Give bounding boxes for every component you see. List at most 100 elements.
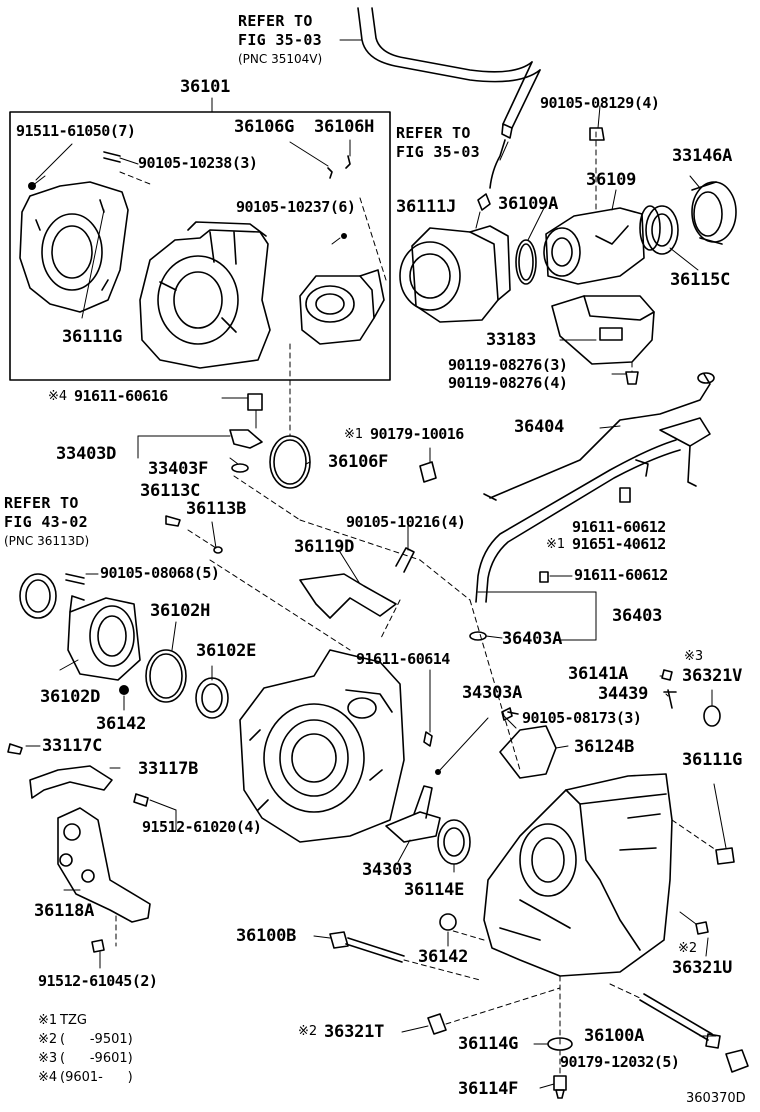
- part-label-36404[interactable]: 36404: [514, 417, 565, 437]
- note-2-text: ( -9501): [60, 1032, 133, 1047]
- extension-housing-left: [19, 143, 129, 313]
- oil-level-gauge-36404: [483, 372, 715, 501]
- part-label-91611-60616[interactable]: 91611-60616: [74, 387, 168, 405]
- bearing-36115C: [639, 205, 679, 255]
- support-36118A: [57, 793, 151, 969]
- part-label-36111G-right[interactable]: 36111G: [682, 750, 743, 770]
- flange-36106: [299, 197, 387, 345]
- part-label-33183[interactable]: 33183: [486, 330, 537, 350]
- note-2-mark: ※2: [38, 1032, 58, 1047]
- part-label-36113C[interactable]: 36113C: [140, 481, 201, 501]
- retainer-36102D: [67, 595, 141, 695]
- oil-strainer-34303: [385, 717, 489, 843]
- part-label-36124B[interactable]: 36124B: [574, 737, 635, 757]
- part-label-90105-08068[interactable]: 90105-08068(5): [100, 564, 220, 582]
- part-label-33403D[interactable]: 33403D: [56, 444, 117, 464]
- part-label-36102E[interactable]: 36102E: [196, 641, 257, 661]
- part-label-36102H[interactable]: 36102H: [150, 601, 211, 621]
- part-label-91611-60612-lower[interactable]: 91611-60612: [574, 566, 668, 584]
- part-label-36141A[interactable]: 36141A: [568, 664, 629, 684]
- ref-fig35-top-line1: REFER TO: [238, 12, 313, 30]
- part-label-90105-08129[interactable]: 90105-08129(4): [540, 94, 660, 112]
- part-label-91611-60614[interactable]: 91611-60614: [356, 650, 450, 668]
- note-4-text: (9601- ): [60, 1070, 133, 1085]
- ref-fig35-top-line2[interactable]: FIG 35-03: [238, 31, 322, 49]
- bolt-91611-60614: [423, 669, 433, 747]
- plug-36321U: [679, 911, 709, 935]
- stud-36100A: [609, 983, 749, 1073]
- part-label-90105-08173[interactable]: 90105-08173(3): [522, 709, 642, 727]
- plug-36321T: [427, 987, 561, 1035]
- part-label-36106G[interactable]: 36106G: [234, 117, 295, 137]
- mount-bracket-33183: [551, 295, 655, 385]
- part-label-36100B[interactable]: 36100B: [236, 926, 297, 946]
- ref-fig43-line2[interactable]: FIG 43-02: [4, 513, 88, 531]
- part-label-36321T[interactable]: 36321T: [324, 1022, 385, 1042]
- part-label-90179-12032[interactable]: 90179-12032(5): [560, 1053, 680, 1071]
- washer-33403F: [231, 463, 249, 473]
- part-label-36106F[interactable]: 36106F: [328, 452, 389, 472]
- part-label-33403F[interactable]: 33403F: [148, 459, 209, 479]
- marker-2-36321T: ※2: [298, 1024, 318, 1039]
- marker-2-36321U: ※2: [678, 941, 698, 956]
- part-label-36118A[interactable]: 36118A: [34, 901, 95, 921]
- note-3-text: ( -9601): [60, 1051, 133, 1066]
- part-label-36106H[interactable]: 36106H: [314, 117, 375, 137]
- adaptor-housing-36109: [543, 105, 645, 285]
- bolts-left-group: [65, 515, 223, 585]
- ref-fig35-right-line2[interactable]: FIG 35-03: [396, 143, 480, 161]
- part-label-36321V[interactable]: 36321V: [682, 666, 743, 686]
- part-label-36119D[interactable]: 36119D: [294, 537, 355, 557]
- seal-36113D: [19, 573, 57, 619]
- nut-90179-10016: [419, 447, 437, 483]
- part-label-36109[interactable]: 36109: [586, 170, 637, 190]
- part-label-36142-upper[interactable]: 36142: [96, 714, 147, 734]
- group-label-36101[interactable]: 36101: [180, 77, 231, 97]
- part-label-36113B[interactable]: 36113B: [186, 499, 247, 519]
- part-label-91611-60612-upper[interactable]: 91611-60612: [572, 518, 666, 536]
- ref-fig35-top-line3: (PNC 35104V): [238, 52, 323, 66]
- part-label-90105-10238[interactable]: 90105-10238(3): [138, 154, 258, 172]
- marker-4-91611: ※4: [48, 389, 68, 404]
- ref-fig43-line3: (PNC 36113D): [4, 534, 90, 548]
- part-label-90105-10237[interactable]: 90105-10237(6): [236, 198, 356, 216]
- part-label-36100A[interactable]: 36100A: [584, 1026, 645, 1046]
- part-label-36102D[interactable]: 36102D: [40, 687, 101, 707]
- transfer-case-housing-main: [239, 649, 405, 843]
- part-label-34439[interactable]: 34439: [598, 684, 649, 704]
- part-label-91511-61050[interactable]: 91511-61050(7): [16, 122, 136, 140]
- part-label-36321U[interactable]: 36321U: [672, 958, 733, 978]
- part-label-34303[interactable]: 34303: [362, 860, 413, 880]
- dashed-connectors: [209, 475, 717, 1077]
- part-label-33146A[interactable]: 33146A: [672, 146, 733, 166]
- part-label-36142-lower[interactable]: 36142: [418, 947, 469, 967]
- part-label-36114F[interactable]: 36114F: [458, 1079, 519, 1099]
- part-label-91651-40612[interactable]: 91651-40612: [572, 535, 666, 553]
- part-label-33117C[interactable]: 33117C: [42, 736, 103, 756]
- part-label-36114E[interactable]: 36114E: [404, 880, 465, 900]
- part-label-90179-10016[interactable]: 90179-10016: [370, 425, 464, 443]
- oil-gauge-guide-36403: [469, 417, 711, 641]
- note-3-mark: ※3: [38, 1051, 58, 1066]
- ref-fig43-line1: REFER TO: [4, 494, 79, 512]
- part-label-91512-61020[interactable]: 91512-61020(4): [142, 818, 262, 836]
- figure-id: 360370D: [686, 1091, 746, 1106]
- part-label-33117B[interactable]: 33117B: [138, 759, 199, 779]
- part-label-91512-61045[interactable]: 91512-61045(2): [38, 972, 158, 990]
- bolt-90105-10238: [103, 151, 151, 185]
- part-label-90105-10216[interactable]: 90105-10216(4): [346, 513, 466, 531]
- part-label-34303A[interactable]: 34303A: [462, 683, 523, 703]
- part-label-36115C[interactable]: 36115C: [670, 270, 731, 290]
- part-label-36403[interactable]: 36403: [612, 606, 663, 626]
- part-label-90119-08276-a[interactable]: 90119-08276(3): [448, 356, 568, 374]
- part-label-90119-08276-b[interactable]: 90119-08276(4): [448, 374, 568, 392]
- note-4-mark: ※4: [38, 1070, 58, 1085]
- part-label-36111G-left[interactable]: 36111G: [62, 327, 123, 347]
- note-1-mark: ※1: [38, 1013, 58, 1028]
- part-label-36111J[interactable]: 36111J: [396, 197, 457, 217]
- part-label-36114G[interactable]: 36114G: [458, 1034, 519, 1054]
- sleeve-36111G-right: [713, 783, 735, 865]
- plug-36142-lower: [439, 913, 457, 931]
- part-label-36403A[interactable]: 36403A: [502, 629, 563, 649]
- part-label-36109A[interactable]: 36109A: [498, 194, 559, 214]
